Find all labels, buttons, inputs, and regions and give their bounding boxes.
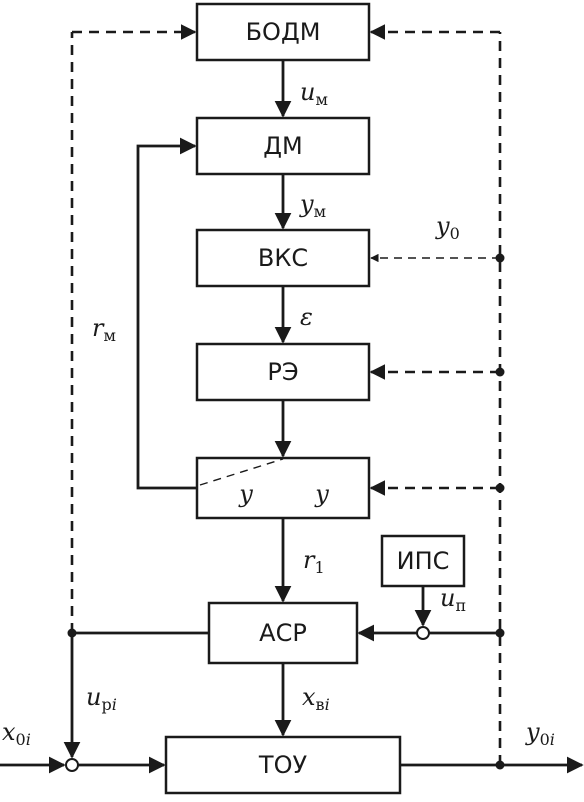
junction-bus-vks bbox=[495, 253, 505, 263]
block-dm-label: ДМ bbox=[263, 132, 302, 160]
label-r-1: r1 bbox=[303, 546, 325, 577]
label-y-m: yм bbox=[299, 190, 326, 221]
junction-bus-u bbox=[495, 483, 505, 493]
block-ips-label: ИПС bbox=[397, 547, 450, 575]
block-u-right-label: y bbox=[314, 480, 329, 508]
block-tou-label: ТОУ bbox=[258, 751, 308, 779]
label-r-m: rм bbox=[92, 314, 116, 345]
summing-node-input bbox=[65, 758, 79, 772]
block-bodm: БОДМ bbox=[195, 2, 371, 62]
label-y-0i: y0i bbox=[525, 718, 555, 749]
label-y-0: y0 bbox=[435, 212, 460, 243]
block-bodm-label: БОДМ bbox=[246, 18, 321, 46]
block-dm: ДМ bbox=[195, 116, 371, 176]
label-u-p: uп bbox=[440, 584, 466, 615]
block-re-label: РЭ bbox=[267, 358, 298, 386]
label-u-m: uм bbox=[300, 78, 328, 109]
block-re: РЭ bbox=[195, 342, 371, 402]
summing-node-ips bbox=[416, 626, 430, 640]
block-vks: ВКС bbox=[195, 228, 371, 288]
block-u-left-label: y bbox=[238, 480, 253, 508]
block-ips: ИПС bbox=[380, 534, 466, 588]
junction-bus-re bbox=[495, 367, 505, 377]
block-asr: АСР bbox=[207, 601, 359, 665]
label-x-0i: x0i bbox=[2, 718, 31, 749]
label-x-vi: xвi bbox=[302, 683, 330, 714]
label-epsilon: ε bbox=[300, 303, 313, 331]
block-u: y y bbox=[195, 456, 371, 520]
block-tou: ТОУ bbox=[164, 735, 402, 795]
arrow-rm-feedback bbox=[136, 137, 197, 490]
block-asr-label: АСР bbox=[259, 619, 307, 647]
label-u-pi: uрi bbox=[86, 683, 117, 714]
block-u-divider bbox=[199, 458, 284, 486]
block-vks-label: ВКС bbox=[258, 244, 308, 272]
